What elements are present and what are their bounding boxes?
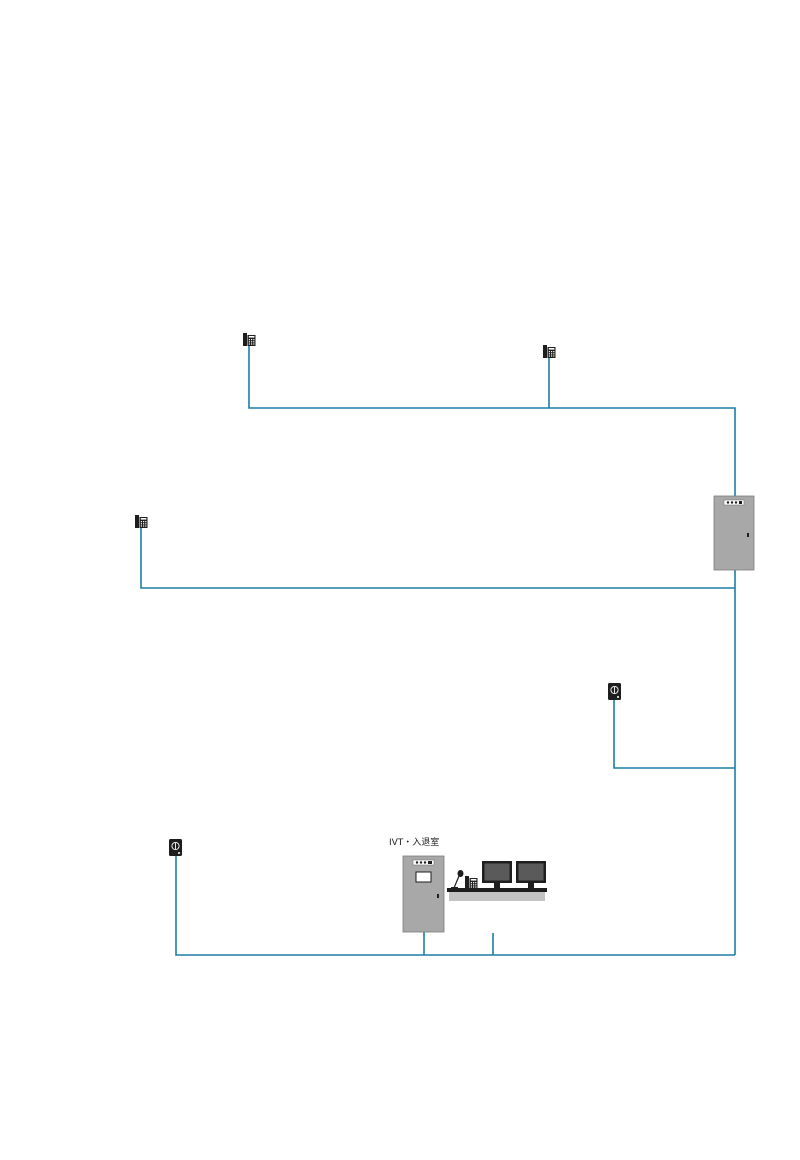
wire-top-phones bbox=[248, 346, 736, 496]
room-server-cabinet-icon bbox=[402, 855, 445, 933]
wire-left-phone bbox=[140, 527, 735, 589]
server-cabinet-icon bbox=[713, 495, 755, 571]
phone-icon bbox=[465, 876, 478, 889]
monitor-icon bbox=[516, 861, 546, 888]
cabinet-led bbox=[423, 861, 427, 864]
cabinet-indicator-panel bbox=[412, 859, 435, 866]
intercom-speaker-icon bbox=[169, 839, 182, 856]
phone-icon bbox=[543, 345, 556, 358]
desk-body bbox=[449, 892, 545, 901]
cabinet-indicator-panel bbox=[723, 499, 745, 506]
room-label-ivt: IVT・入退室 bbox=[389, 838, 440, 848]
phone-icon bbox=[243, 333, 256, 346]
wire-right-intercom bbox=[613, 700, 735, 769]
phone-icon bbox=[135, 515, 148, 528]
wire-bottom-trunk bbox=[175, 856, 735, 956]
cabinet-led bbox=[734, 501, 738, 504]
cabinet-led bbox=[726, 501, 730, 504]
wiring bbox=[140, 346, 736, 956]
cabinet-led bbox=[415, 861, 419, 864]
cabinet-led bbox=[739, 501, 742, 504]
microphone-icon bbox=[451, 870, 464, 889]
intercom-speaker-icon bbox=[608, 683, 621, 700]
cabinet-handle bbox=[747, 533, 749, 537]
desk-top bbox=[447, 888, 547, 892]
cabinet-led bbox=[419, 861, 423, 864]
monitor-icon bbox=[482, 861, 512, 888]
cabinet-handle bbox=[437, 894, 439, 898]
cabinet-display bbox=[415, 871, 432, 883]
cabinet-led bbox=[428, 861, 432, 864]
cabinet-led bbox=[730, 501, 734, 504]
operator-desk bbox=[447, 861, 547, 901]
